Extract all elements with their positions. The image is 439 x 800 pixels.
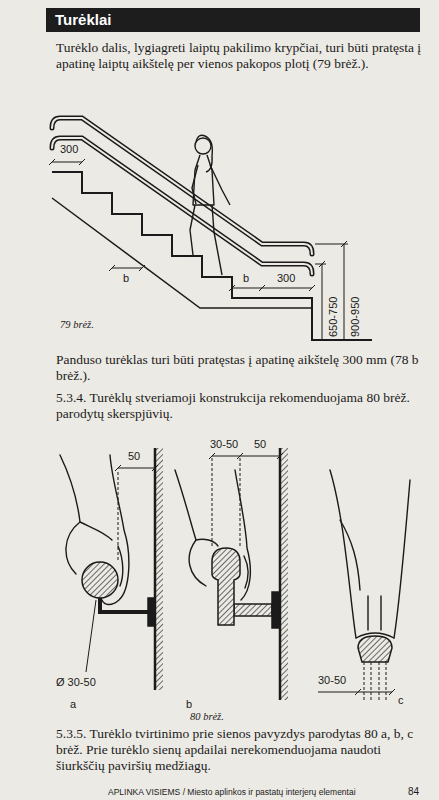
dimension-line — [212, 458, 240, 546]
hand — [175, 470, 250, 600]
body-text: 5.3.5. Turėklo tvirtinimo prie sienos pa… — [56, 726, 422, 774]
hand — [235, 470, 250, 600]
wall — [280, 448, 288, 700]
woman-figure — [186, 135, 231, 277]
hand — [330, 470, 356, 638]
wall — [279, 448, 282, 700]
hand — [60, 455, 129, 605]
woman-figure — [196, 135, 212, 172]
dimension-line — [86, 600, 96, 672]
dimension-label: 30-50 — [210, 438, 238, 451]
woman-figure — [192, 165, 198, 204]
hand — [368, 596, 381, 630]
figure-caption: 80 brėž. — [190, 710, 224, 723]
handrail — [52, 118, 312, 254]
dimension-label: 50 — [128, 450, 140, 463]
dimension-line — [209, 453, 283, 459]
rail-section — [212, 548, 280, 628]
dimension-line — [315, 261, 326, 340]
handrail — [52, 118, 312, 274]
woman-figure — [195, 138, 211, 154]
staircase — [52, 172, 372, 340]
hand — [175, 470, 206, 586]
wall — [281, 448, 288, 700]
woman-figure — [212, 205, 222, 275]
handrail — [52, 118, 312, 254]
subfigure-letter: b — [186, 698, 192, 711]
page-heading: Turėklai — [46, 8, 420, 32]
woman-figure — [216, 276, 231, 277]
dimension-line — [209, 453, 283, 546]
dimension-line — [229, 285, 315, 291]
dimension-line — [118, 472, 119, 560]
dimension-line — [318, 689, 395, 695]
rail-section — [148, 598, 155, 626]
hand — [102, 455, 129, 605]
dimension-line — [49, 159, 85, 165]
dimension-line — [109, 265, 145, 271]
rail-section — [272, 592, 280, 628]
rail-section — [82, 562, 155, 626]
dimension-label: b — [243, 272, 249, 285]
rail-section — [364, 662, 386, 700]
dimension-line — [315, 241, 348, 340]
staircase — [52, 172, 372, 340]
dimension-label: 900-950 — [349, 297, 362, 337]
dimension-line — [318, 689, 395, 695]
dimension-label: b — [123, 272, 129, 285]
dimension-line — [115, 465, 158, 471]
hand — [118, 546, 123, 586]
body-text: Turėklo dalis, lygiagreti laiptų pakilim… — [56, 40, 422, 72]
woman-figure — [210, 165, 230, 205]
figure-caption: 79 brėž. — [60, 318, 94, 331]
page-number: 84 — [408, 786, 419, 797]
hand — [80, 522, 112, 540]
wall — [154, 448, 157, 690]
dimension-label: 300 — [60, 143, 78, 156]
woman-figure — [193, 155, 214, 205]
woman-figure — [190, 205, 195, 255]
dimension-label: 30-50 — [318, 674, 346, 687]
woman-figure — [186, 255, 200, 256]
dimension-line — [49, 159, 348, 340]
rail-section — [82, 562, 118, 598]
rail-section — [212, 548, 240, 625]
hand — [196, 539, 218, 546]
subfigure-letter: a — [70, 698, 76, 711]
handrail — [52, 138, 312, 274]
body-text: Panduso turėklas turi būti pratęstas į a… — [56, 352, 422, 384]
hand — [60, 455, 80, 574]
footer-text: APLINKA VISIEMS / Miesto aplinkos ir pas… — [108, 787, 356, 798]
wall — [155, 448, 163, 690]
rail-section — [234, 604, 272, 616]
hand — [394, 480, 410, 638]
body-text: 5.3.4. Turėklų stveriamoji konstrukcija … — [56, 390, 422, 422]
hand — [340, 520, 360, 590]
dimension-line — [86, 465, 158, 672]
subfigure-letter: c — [398, 694, 404, 707]
header-bar: Turėklai — [46, 8, 420, 32]
hand — [330, 470, 410, 638]
handrail — [52, 138, 312, 274]
rail-section — [358, 636, 392, 700]
hand — [244, 556, 248, 588]
dimension-label: 650-750 — [327, 297, 340, 337]
dimension-label: 50 — [254, 438, 266, 451]
rail-section — [358, 636, 392, 662]
staircase — [52, 198, 312, 308]
wall — [156, 448, 163, 690]
dimension-label: 300 — [277, 272, 295, 285]
dimension-label: Ø 30-50 — [56, 676, 96, 689]
